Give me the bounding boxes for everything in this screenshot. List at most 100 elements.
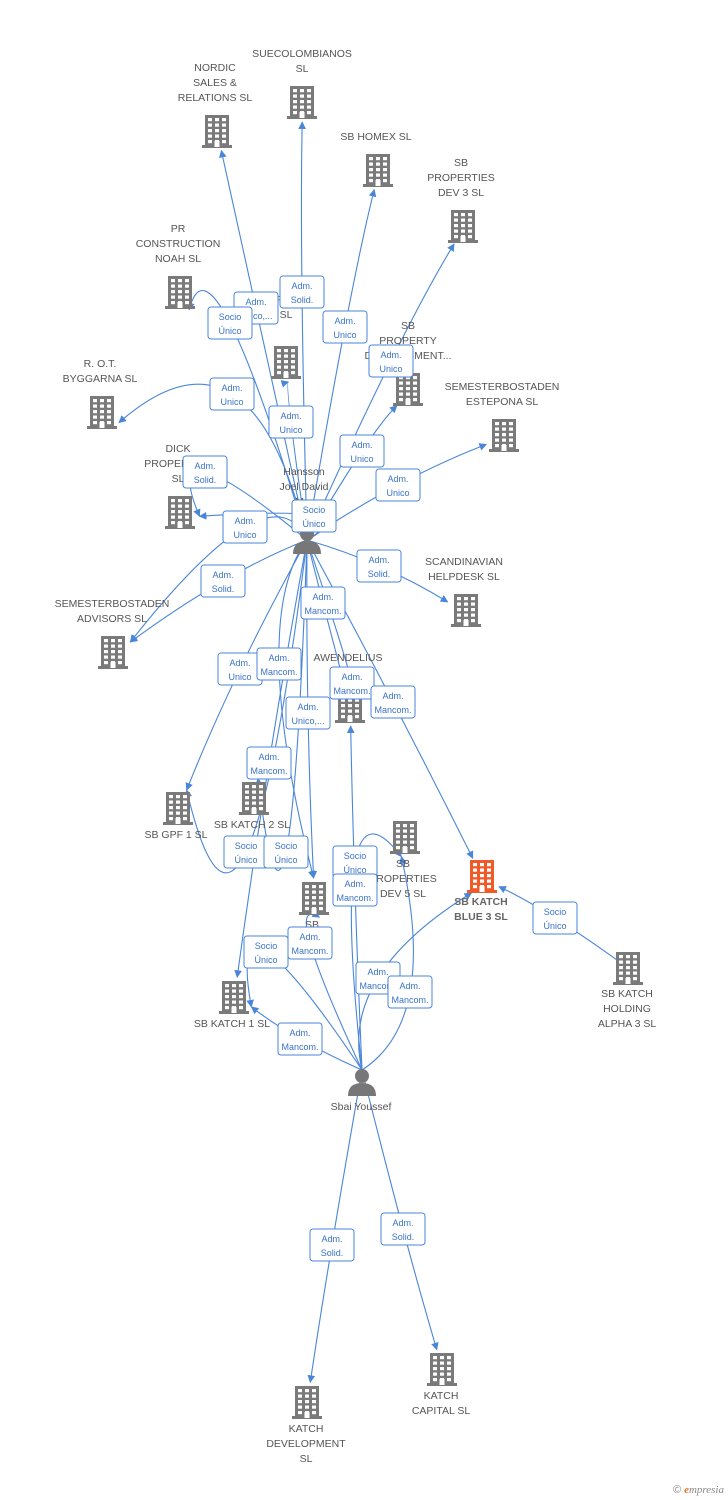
edge-label-24[interactable]: Adm.Mancom. bbox=[332, 873, 378, 907]
edges-layer bbox=[118, 121, 629, 1384]
building-icon bbox=[448, 210, 478, 243]
edge-label-box bbox=[256, 647, 302, 681]
node-label: SB HOMEX SL bbox=[340, 131, 411, 143]
edge-label-text: Adm. bbox=[221, 383, 242, 393]
edge-label-32[interactable]: Adm.Solid. bbox=[380, 1212, 426, 1246]
edge-label-17[interactable]: Adm.Mancom. bbox=[329, 666, 375, 700]
edge-label-13[interactable]: Adm.Solid. bbox=[200, 564, 246, 598]
building-icon bbox=[163, 792, 193, 825]
node-label: SB KATCH 2 SL bbox=[214, 819, 290, 831]
edge-label-text: Solid. bbox=[321, 1248, 344, 1258]
empresia-watermark: ©empresia bbox=[673, 1484, 724, 1496]
node-label-line: ESTEPONA SL bbox=[466, 396, 539, 408]
node-label-line: HELPDESK SL bbox=[428, 571, 500, 583]
edge-label-16[interactable]: Adm.Mancom. bbox=[256, 647, 302, 681]
building-icon bbox=[613, 952, 643, 985]
edge-label-12[interactable]: Adm.Solid. bbox=[356, 549, 402, 583]
edge-label-29[interactable]: Adm.Mancom. bbox=[277, 1022, 323, 1056]
node-sbkatch1[interactable]: SB KATCH 1 SL bbox=[194, 981, 270, 1030]
edge-label-text: Único bbox=[218, 326, 241, 336]
node-rotbyggarna[interactable]: R. O.T.BYGGARNA SL bbox=[63, 358, 138, 429]
edge-label-text: Único bbox=[343, 865, 366, 875]
node-label-line: Hansson bbox=[283, 466, 325, 478]
node-label-line: KATCH bbox=[424, 1390, 459, 1402]
edge-label-26[interactable]: Adm.Mancom. bbox=[287, 926, 333, 960]
edge-label-5[interactable]: Adm. Unico bbox=[209, 377, 255, 411]
edge-label-14[interactable]: Adm.Mancom. bbox=[300, 586, 346, 620]
edge-label-28[interactable]: Adm.Mancom. bbox=[387, 975, 433, 1009]
edge-label-text: Unico bbox=[228, 672, 251, 682]
edge-label-text: Adm. bbox=[234, 516, 255, 526]
building-icon bbox=[489, 419, 519, 452]
edge-label-text: Adm. bbox=[341, 672, 362, 682]
node-sbgpf1[interactable]: SB GPF 1 SL bbox=[144, 792, 208, 841]
edge-label-text: Adm. bbox=[321, 1234, 342, 1244]
edge-label-text: Adm. bbox=[212, 570, 233, 580]
node-label-line: SB GPF 1 SL bbox=[144, 829, 207, 841]
person-icon bbox=[348, 1069, 376, 1096]
edge-label-6[interactable]: Adm.Unico bbox=[268, 405, 314, 439]
node-sbai[interactable]: Sbai Youssef bbox=[331, 1069, 392, 1113]
edge-label-text: Mancom. bbox=[281, 1042, 318, 1052]
brand-e: e bbox=[684, 1484, 689, 1496]
edge-label-15[interactable]: Adm.Unico bbox=[217, 652, 263, 686]
edge-label-3[interactable]: Adm.Unico bbox=[322, 310, 368, 344]
edge-label-8[interactable]: Adm.Solid. bbox=[182, 455, 228, 489]
edge-label-text: Mancom. bbox=[391, 995, 428, 1005]
edge-label-box bbox=[263, 835, 309, 869]
edge-label-box bbox=[322, 310, 368, 344]
edge-label-9[interactable]: Adm.Unico bbox=[375, 468, 421, 502]
edge-label-19[interactable]: Adm.Unico,... bbox=[285, 696, 331, 730]
edge-label-0[interactable]: Adm.Solid. bbox=[279, 275, 325, 309]
node-sbkatch2[interactable]: SB KATCH 2 SL bbox=[214, 782, 290, 831]
node-label-line: Sbai Youssef bbox=[331, 1101, 392, 1113]
node-label-line: SL bbox=[280, 309, 293, 321]
edge-label-text: Unico bbox=[333, 330, 356, 340]
node-label-line: AWENDELIUS bbox=[313, 652, 382, 664]
edge-label-text: Adm. bbox=[280, 411, 301, 421]
edge-label-18[interactable]: Adm.Mancom. bbox=[370, 685, 416, 719]
edge-label-20[interactable]: Adm.Mancom. bbox=[246, 746, 292, 780]
edge-label-31[interactable]: Adm. Solid. bbox=[309, 1228, 355, 1262]
edge-label-text: Único bbox=[302, 519, 325, 529]
edge-label-box bbox=[356, 549, 402, 583]
node-label-line: R. O.T. bbox=[84, 358, 117, 370]
building-icon bbox=[219, 981, 249, 1014]
node-label-line: KATCH bbox=[289, 1423, 324, 1435]
node-label-line: ADVISORS SL bbox=[77, 613, 147, 625]
edge-label-text: Mancom. bbox=[374, 705, 411, 715]
edge-label-text: Unico bbox=[220, 397, 243, 407]
edge-label-7[interactable]: Adm.Unico bbox=[339, 434, 385, 468]
node-sbhomex[interactable]: SB HOMEX SL bbox=[340, 131, 412, 187]
edge-labels-layer: Adm.Solid.Adm.Unico,...SocioÚnicoAdm.Uni… bbox=[182, 275, 578, 1262]
edge-label-10[interactable]: Adm.Unico bbox=[222, 510, 268, 544]
node-label-line: HOLDING bbox=[603, 1003, 651, 1015]
edge-label-text: Adm. bbox=[297, 702, 318, 712]
building-icon bbox=[287, 86, 317, 119]
edge-label-text: Adm. bbox=[245, 297, 266, 307]
node-label-line: CONSTRUCTION bbox=[136, 238, 221, 250]
edge-label-4[interactable]: Adm.Unico bbox=[368, 344, 414, 378]
edge-label-box bbox=[209, 377, 255, 411]
node-label-line: SB bbox=[454, 157, 468, 169]
